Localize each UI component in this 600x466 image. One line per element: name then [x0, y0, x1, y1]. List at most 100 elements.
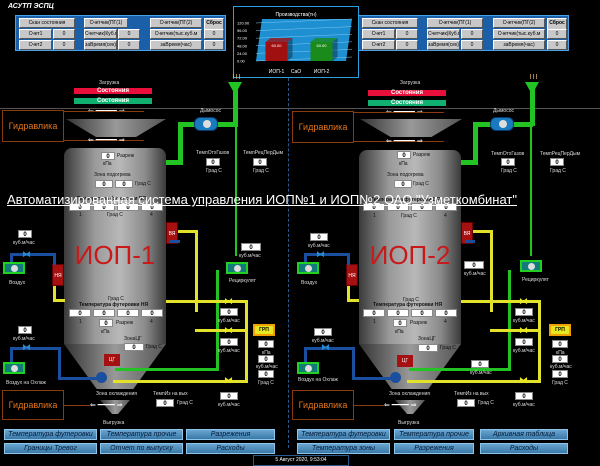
air-valve[interactable]: ⧓ — [22, 249, 31, 259]
preheat-zone-label: Зона подогрева — [94, 172, 131, 178]
unload-gate-arrows[interactable]: ⇐ ━━━━ ⇒ — [90, 402, 123, 409]
state-scan-button[interactable]: Скан состояния — [19, 18, 75, 28]
cg-burner[interactable]: ЦГ — [397, 355, 413, 367]
cg-burner[interactable]: ЦГ — [104, 354, 120, 366]
hydraulics-line — [354, 405, 384, 406]
nav-other-temp-left[interactable]: Температура прочие — [100, 429, 183, 440]
load-gate-arrows-bottom[interactable]: ⇐ ━━━━━ ⇒ — [88, 137, 125, 144]
temp-outgas-value: 0 — [206, 158, 220, 166]
gas-flow3-unit: куб.м/час — [218, 402, 240, 408]
hydraulics-button-bottom[interactable]: Гидравлика — [292, 390, 354, 420]
counter-thousand-m3-label: Счетчик(тыс.куб.м — [150, 29, 202, 39]
burner-bottom[interactable]: НЯ — [346, 264, 358, 286]
cool-air-pipe — [304, 347, 307, 367]
hydraulics-button-top[interactable]: Гидравлика — [292, 111, 354, 143]
temp-outgas-label: ТемпОтхГазов — [491, 151, 525, 157]
hydraulics-line — [64, 111, 144, 112]
gas-valve-3[interactable]: ⧓ — [224, 375, 233, 385]
nav-flows-right[interactable]: Расходы — [480, 443, 568, 454]
burner-bottom[interactable]: НЯ — [52, 264, 64, 286]
vacuum-bottom-unit: кПа — [101, 329, 110, 335]
chart-category-label: ИОП-2 — [314, 69, 330, 75]
counter-pg2-button[interactable]: Счетчик(ПГ(2) — [150, 18, 202, 28]
counter-m3-label: Счетчик(Куб.м — [427, 29, 460, 39]
gas-flow1-value: 0 — [515, 308, 533, 316]
gas-flow2-unit: куб.м/час — [513, 348, 535, 354]
gas-valve-2[interactable]: ⧓ — [224, 325, 233, 335]
cool-air-pipe — [10, 347, 13, 367]
air-valve[interactable]: ⧓ — [316, 249, 325, 259]
nav-lining-temp-left[interactable]: Температура футеровки — [4, 429, 97, 440]
nav-flows-left[interactable]: Расходы — [186, 443, 275, 454]
cool-air-valve[interactable]: ⧓ — [22, 342, 31, 352]
count2-value: 0 — [53, 40, 75, 50]
reset-button[interactable]: Сброс — [547, 18, 567, 30]
temp-outgas-label: ТемпОтхГазов — [196, 150, 230, 156]
nav-zone-temp-right[interactable]: Температура зоны — [297, 443, 390, 454]
air-fan[interactable] — [3, 262, 25, 274]
cool-air-pipe — [58, 377, 100, 380]
counter-pg1-button[interactable]: Счетчик(ПГ(1) — [427, 18, 483, 28]
state-indicator-green: Состояния — [74, 98, 152, 104]
air-pipe — [53, 253, 56, 265]
recirc-fan[interactable] — [226, 262, 248, 274]
smoke-exhauster-pump[interactable] — [490, 117, 514, 131]
gas-pipe — [113, 380, 248, 383]
nav-vacuum-left[interactable]: Разрежения — [186, 429, 275, 440]
cool-air-flow-unit: куб.м/час — [312, 338, 334, 344]
lining-top-unit: Град С — [107, 212, 123, 218]
chart-ytick-label: 72.00 — [237, 36, 248, 41]
recirc-pipe — [216, 270, 219, 370]
lining-top-idx-first: 1 — [79, 212, 82, 218]
hydraulics-button-bottom[interactable]: Гидравлика — [2, 390, 64, 420]
smoke-exhauster-pump[interactable] — [194, 117, 218, 131]
nav-archive-table-right[interactable]: Архивная таблица — [480, 429, 568, 440]
state-scan-button[interactable]: Скан состояния — [362, 18, 418, 28]
lining-top-value-4: 0 — [435, 203, 457, 211]
gas-valve-2[interactable]: ⧓ — [519, 325, 528, 335]
lining-bottom-value-1: 0 — [69, 309, 91, 317]
cool-air-fan[interactable] — [3, 362, 25, 374]
gas-valve-3[interactable]: ⧓ — [519, 375, 528, 385]
unload-label: Выгрузка — [398, 420, 420, 426]
nav-alarm-limits-left[interactable]: Границы Тревог — [4, 443, 97, 454]
recirc-fan[interactable] — [520, 260, 542, 272]
load-label: Загрузка — [400, 80, 421, 86]
recirc-flow-unit: куб.м/час — [464, 271, 486, 277]
cool-air-fan[interactable] — [297, 362, 319, 374]
cool-air-valve[interactable]: ⧓ — [321, 342, 330, 352]
cool-air-flow-unit: куб.м/час — [13, 336, 35, 342]
gas-valve-1[interactable]: ⧓ — [224, 296, 233, 306]
burner-top[interactable]: ВЯ — [166, 222, 178, 244]
grp-unit[interactable]: ГРП — [253, 324, 275, 336]
unload-label: Выгрузка — [103, 420, 125, 426]
chart-ytick-label: 120.00 — [237, 21, 250, 26]
counter-pg1-button[interactable]: Счетчик(ПГ(1) — [84, 18, 128, 28]
burner-top[interactable]: ВЯ — [461, 222, 473, 244]
vacuum-top-unit: кПа — [103, 161, 112, 167]
cg-zone-unit: Град С — [440, 345, 456, 351]
air-fan[interactable] — [297, 262, 319, 274]
cool-zone-label: Зона охлаждения — [96, 391, 137, 397]
unload-gate-arrows[interactable]: ⇐ ━━━━ ⇒ — [384, 402, 417, 409]
nav-other-temp-right[interactable]: Температура прочие — [394, 429, 474, 440]
air-flow-unit: куб.м/час — [308, 243, 330, 249]
gas-valve-1[interactable]: ⧓ — [519, 296, 528, 306]
counter-pg2-button[interactable]: Счетчик(ПГ(2) — [493, 18, 545, 28]
recirc-pipe — [508, 270, 511, 370]
lining-bottom-idx-last: 4 — [444, 319, 447, 325]
count2-value: 0 — [396, 40, 418, 50]
flue-gas-pipe — [461, 160, 473, 165]
nav-lining-temp-right[interactable]: Температура футеровки — [297, 429, 390, 440]
hydraulics-button-top[interactable]: Гидравлика — [2, 110, 64, 142]
nav-vacuum-right[interactable]: Разрежения — [394, 443, 474, 454]
counter-thousand-m3-value: 0 — [204, 29, 224, 39]
gas-pipe — [538, 300, 541, 382]
gas-pipe — [461, 300, 541, 303]
grp-unit[interactable]: ГРП — [549, 324, 571, 336]
gas-pipe — [53, 299, 65, 302]
nav-output-report-left[interactable]: Отчет по выпуску — [100, 443, 183, 454]
cool-air-label: Воздух на Охлаж — [298, 377, 338, 383]
load-gate-arrows-bottom[interactable]: ⇐ ━━━━━ ⇒ — [386, 138, 423, 145]
smoke-exhauster-label: Дымосос — [493, 108, 515, 114]
